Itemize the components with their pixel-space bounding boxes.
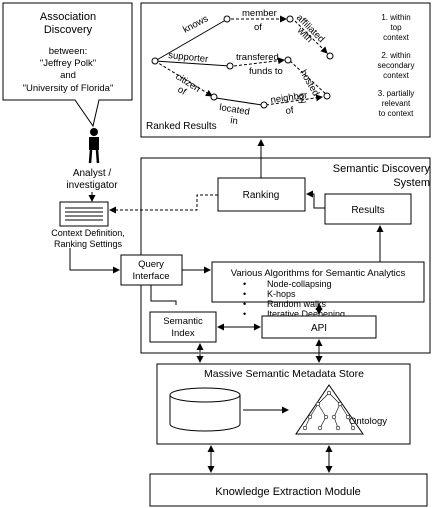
label-funds-to: funds to: [249, 66, 283, 77]
arrow-ranking-to-document: [109, 194, 218, 214]
database-icon: [169, 387, 241, 432]
edge-citizen-of: [154, 60, 213, 97]
edge-knows: [154, 20, 225, 62]
algorithm-bullet: •: [243, 299, 246, 309]
context-1-line-1: 1. within: [381, 13, 410, 22]
system-title-2: System: [393, 177, 430, 189]
label-of-1: of: [254, 22, 262, 33]
ranking-label: Ranking: [243, 190, 280, 201]
system-title-1: Semantic Discovery: [333, 163, 431, 175]
edge-neighbor-of: [265, 94, 323, 106]
knowledge-extraction-label: Knowledge Extraction Module: [215, 486, 361, 498]
context-2-line-2: secondary: [378, 61, 415, 70]
label-supporter: supporter: [168, 50, 209, 65]
algorithm-bullet: •: [243, 309, 246, 319]
api-label: API: [311, 323, 327, 334]
edge-located-in: [215, 97, 263, 106]
graph-node: [151, 57, 159, 65]
graph-node: [323, 92, 331, 100]
context-3-line-3: to context: [379, 109, 414, 118]
ontology-icon: [295, 384, 364, 435]
edge-affiliated-with: [294, 20, 328, 54]
algorithm-item: K-hops: [267, 289, 296, 299]
algorithm-bullet: •: [243, 279, 246, 289]
query-interface-label-2: Interface: [133, 271, 170, 282]
label-of-3: of: [285, 105, 295, 117]
api-box[interactable]: API: [261, 315, 377, 339]
context-2-line-3: context: [383, 71, 410, 80]
metadata-store-title: Massive Semantic Metadata Store: [204, 368, 364, 380]
algorithms-title: Various Algorithms for Semantic Analytic…: [231, 268, 406, 279]
ranking-box[interactable]: Ranking: [217, 177, 306, 212]
algorithms-box[interactable]: Various Algorithms for Semantic Analytic…: [211, 261, 425, 319]
semantic-index-box[interactable]: Semantic Index: [149, 311, 217, 343]
edge-supporter: [154, 60, 231, 67]
connectors: [69, 139, 384, 473]
results-label: Results: [351, 205, 384, 216]
ranked-results-panel: Ranked Results knows: [140, 2, 431, 138]
association-and: and: [60, 70, 76, 81]
analyst-label-1: Analyst /: [73, 168, 112, 179]
algorithms-list: • Node-collapsing • K-hops • Random walks • Ite…: [243, 279, 345, 319]
algorithm-item: Iterative Deepening: [267, 309, 345, 319]
metadata-store-box[interactable]: Massive Semantic Metadata Store: [156, 363, 411, 445]
association-entity-2: "University of Florida": [23, 83, 114, 94]
context-definition-label-1: Context Definition,: [51, 228, 125, 238]
context-legend: 1. within top context 2. within secondar…: [378, 13, 415, 118]
context-1-line-2: top: [390, 23, 402, 32]
arrow-results-to-ranking: [306, 190, 325, 209]
edge-hosted-by: [289, 60, 328, 96]
query-interface-box[interactable]: Query Interface: [120, 254, 183, 286]
label-located: located: [219, 102, 251, 118]
ranked-results-label: Ranked Results: [146, 121, 217, 132]
context-2-line-1: 2. within: [381, 51, 410, 60]
semantic-index-label-1: Semantic: [163, 316, 203, 327]
context-3-line-1: 3. partially: [378, 89, 414, 98]
algorithm-item: Node-collapsing: [267, 279, 332, 289]
algorithm-bullet: •: [243, 289, 246, 299]
graph-node: [223, 15, 231, 23]
analyst-label-2: investigator: [66, 180, 118, 191]
graph-node: [260, 101, 268, 109]
label-member: member: [242, 8, 277, 19]
graph-node: [210, 93, 218, 101]
graph-node: [326, 52, 334, 60]
semantic-index-label-2: Index: [171, 328, 194, 339]
association-discovery-callout: Association Discovery between: "Jeffrey …: [2, 2, 133, 128]
context-definition-document-icon[interactable]: [59, 201, 109, 227]
label-in: in: [230, 115, 239, 127]
knowledge-extraction-box[interactable]: Knowledge Extraction Module: [149, 473, 428, 507]
association-title-1: Association: [40, 11, 96, 23]
graph-node: [226, 62, 234, 70]
line-query-down: [150, 285, 177, 305]
graph-nodes: [151, 15, 334, 109]
label-transfered: transfered: [236, 52, 279, 63]
graph-edges: [154, 15, 328, 106]
label-neighbor: neighbor: [270, 90, 308, 106]
edge-transfered-funds-to: [233, 57, 285, 67]
algorithm-item: Random walks: [267, 299, 327, 309]
context-3-line-2: relevant: [382, 99, 411, 108]
association-entity-1: "Jeffrey Polk": [40, 58, 96, 69]
results-box[interactable]: Results: [324, 193, 412, 225]
ontology-label: Ontology: [349, 416, 387, 427]
graph-node: [286, 15, 294, 23]
context-definition-label-2: Ranking Settings: [54, 239, 123, 249]
association-between: between:: [49, 46, 88, 57]
graph-node: [284, 56, 292, 64]
association-title-2: Discovery: [44, 24, 93, 36]
query-interface-label-1: Query: [138, 259, 164, 270]
analyst-person-icon: [88, 128, 100, 164]
context-1-line-3: context: [383, 33, 410, 42]
arrow-document-to-query: [69, 248, 120, 274]
